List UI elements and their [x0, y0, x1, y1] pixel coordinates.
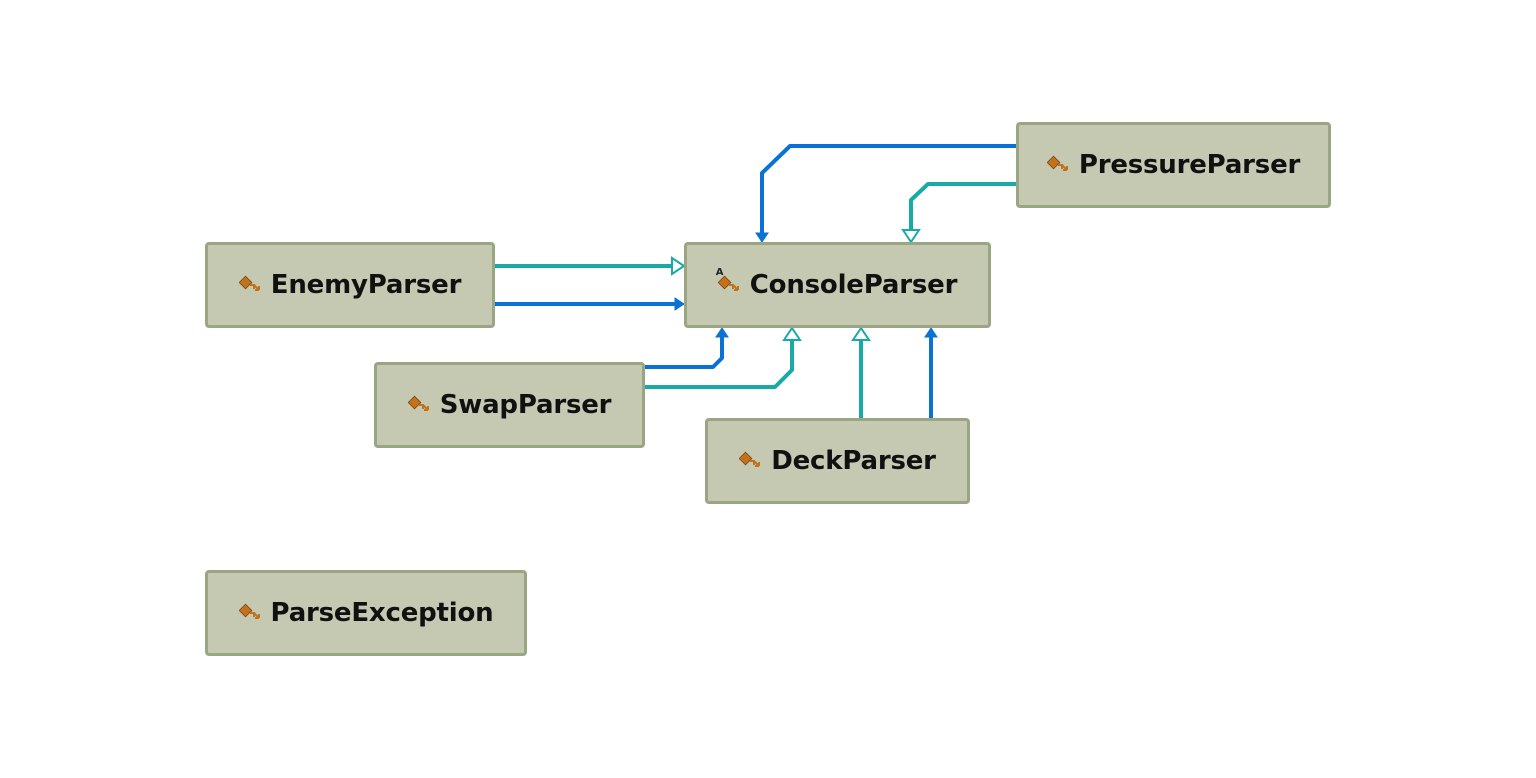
class-node-deckparser[interactable]: DeckParser [705, 418, 970, 504]
abstract-badge: A [715, 267, 724, 278]
connector-line [645, 334, 724, 369]
connector-line [909, 182, 1016, 231]
class-name-label: EnemyParser [270, 270, 462, 300]
inheritance-connector-swap-to-console[interactable] [645, 326, 802, 389]
solid-arrowhead [715, 327, 729, 338]
class-node-enemyparser[interactable]: EnemyParser [205, 242, 495, 328]
class-node-parseexception[interactable]: ParseException [205, 570, 527, 656]
class-name-label: DeckParser [771, 446, 936, 476]
hollow-arrowhead [901, 229, 921, 244]
abstract-class-icon: A [716, 267, 742, 297]
inheritance-connector-pressure-to-console[interactable] [901, 182, 1016, 244]
hollow-arrowhead [671, 256, 686, 276]
class-name-label: PressureParser [1078, 150, 1301, 180]
class-icon [739, 449, 763, 473]
inheritance-connector-enemy-to-console[interactable] [495, 256, 686, 276]
solid-arrowhead [674, 297, 685, 311]
class-name-label: ConsoleParser [749, 270, 958, 300]
class-node-swapparser[interactable]: SwapParser [374, 362, 645, 448]
association-connector-deck-to-console[interactable] [924, 327, 938, 418]
class-icon [238, 273, 263, 297]
class-name-label: SwapParser [439, 390, 612, 420]
class-icon [407, 393, 432, 417]
connector-line [760, 144, 1016, 236]
association-connector-pressure-to-console[interactable] [755, 144, 1016, 243]
solid-arrowhead [755, 232, 769, 243]
hollow-arrowhead [782, 326, 802, 341]
class-node-consoleparser[interactable]: A ConsoleParser [684, 242, 991, 328]
class-icon [1046, 153, 1071, 177]
association-connector-enemy-to-console[interactable] [495, 297, 685, 311]
hollow-arrowhead [851, 326, 871, 341]
connector-line [645, 339, 794, 389]
class-name-label: ParseException [270, 598, 494, 628]
inheritance-connector-deck-to-console[interactable] [851, 326, 871, 418]
class-node-pressureparser[interactable]: PressureParser [1016, 122, 1331, 208]
class-icon [238, 601, 263, 625]
association-connector-swap-to-console[interactable] [645, 327, 729, 369]
solid-arrowhead [924, 327, 938, 338]
